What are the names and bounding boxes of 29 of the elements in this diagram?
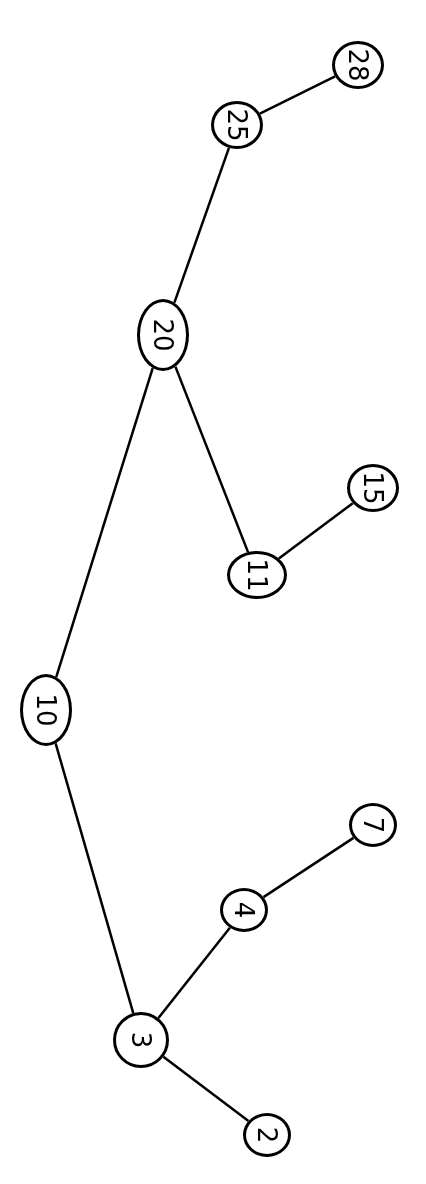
node-value: 25 (224, 108, 250, 142)
node-value: 7 (360, 816, 386, 834)
connector-line (173, 147, 231, 304)
connector-line (55, 367, 154, 678)
tree-node-ellipse (347, 464, 399, 512)
node-value: 10 (33, 693, 59, 727)
tree-node-ellipse (349, 803, 397, 847)
tree-node-ellipse (20, 674, 72, 746)
connector-line (54, 743, 135, 1014)
tree-node-ellipse (332, 41, 384, 89)
node-value: 20 (150, 318, 176, 352)
connector-line (278, 502, 354, 560)
tree-node-ellipse (220, 888, 268, 932)
tree-node-ellipse (227, 551, 287, 599)
node-value: 4 (231, 901, 257, 919)
node-value: 11 (244, 558, 270, 592)
node-value: 28 (345, 48, 371, 82)
connector-line (259, 75, 336, 115)
tree-node-ellipse (243, 1113, 291, 1157)
tree-node-ellipse (113, 1012, 169, 1068)
connector-line (262, 836, 355, 899)
connector-line (157, 927, 231, 1019)
tree-node-ellipse (137, 299, 189, 371)
node-value: 2 (254, 1126, 280, 1144)
node-value: 15 (360, 471, 386, 505)
node-value: 3 (128, 1031, 154, 1049)
connector-line (174, 366, 250, 553)
tree-node-ellipse (211, 101, 263, 149)
connector-line (162, 1055, 250, 1123)
